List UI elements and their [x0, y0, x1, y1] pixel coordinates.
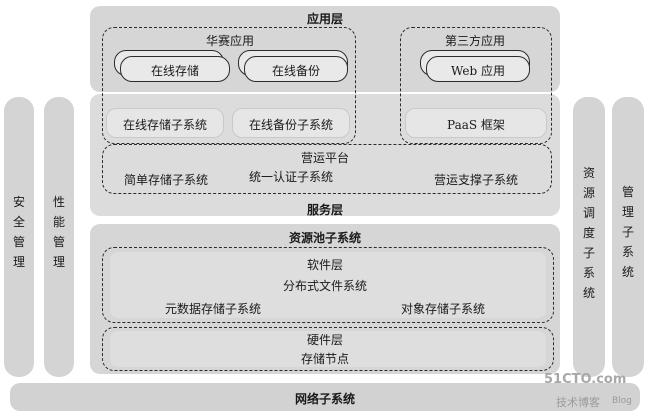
- hardware-layer-bg: [110, 331, 546, 367]
- sidebar-resource-scheduling: [573, 97, 605, 377]
- object-storage-subsystem: 对象存储子系统: [400, 302, 485, 316]
- watermark-site: 51CTO.com: [544, 372, 627, 387]
- hardware-layer-title: 硬件层: [306, 333, 343, 347]
- resource-pool-title: 资源池子系统: [288, 231, 361, 245]
- web-app-label: Web 应用: [451, 64, 505, 78]
- software-layer: [102, 247, 554, 323]
- simple-storage-subsystem: 简单存储子系统: [123, 173, 208, 187]
- software-layer-bg: [110, 252, 546, 318]
- software-layer-title: 软件层: [306, 258, 343, 272]
- sidebar-performance-label: 性能管理: [52, 195, 65, 269]
- operations-support-subsystem: 营运支撑子系统: [433, 173, 518, 187]
- sidebar-resource-scheduling-label: 资源调度子系统: [582, 166, 595, 300]
- web-app: [426, 56, 530, 82]
- online-backup-subsystem: [232, 108, 350, 138]
- sidebar-performance: [44, 97, 74, 377]
- sidebar-security-label: 安全管理: [12, 195, 25, 269]
- storage-node: 存储节点: [300, 352, 349, 366]
- huasai-app-group-title: 华赛应用: [205, 34, 254, 48]
- network-subsystem-title: 网络子系统: [294, 392, 355, 406]
- online-backup-app: [244, 56, 348, 82]
- huasai-app-group: [102, 27, 356, 144]
- unified-auth-subsystem: 统一认证子系统: [248, 170, 333, 184]
- service-layer-title: 服务层: [306, 203, 343, 217]
- watermark-blog: Blog: [612, 396, 632, 406]
- operations-platform: [102, 144, 552, 194]
- online-storage-app: [120, 56, 230, 82]
- sidebar-management-label: 管理子系统: [621, 185, 634, 279]
- operations-platform-title: 营运平台: [300, 151, 349, 165]
- third-party-app-group-title: 第三方应用: [444, 34, 505, 48]
- distributed-file-system: 分布式文件系统: [282, 279, 367, 293]
- online-backup-subsystem-label: 在线备份子系统: [248, 118, 333, 132]
- online-storage-app-label: 在线存储: [150, 64, 199, 78]
- paas-framework: [405, 108, 547, 138]
- watermark-subtitle: 技术博客: [556, 396, 600, 409]
- sidebar-security: [4, 97, 34, 377]
- third-party-app-group: [400, 27, 552, 144]
- online-storage-subsystem-label: 在线存储子系统: [122, 118, 207, 132]
- sidebar-management: [612, 97, 644, 377]
- online-backup-app-label: 在线备份: [271, 64, 320, 78]
- paas-framework-label: PaaS 框架: [447, 118, 505, 132]
- metadata-storage-subsystem: 元数据存储子系统: [164, 302, 261, 316]
- network-subsystem: [10, 383, 640, 411]
- application-layer-title: 应用层: [306, 12, 343, 26]
- online-storage-subsystem: [106, 108, 224, 138]
- hardware-layer: [102, 327, 554, 371]
